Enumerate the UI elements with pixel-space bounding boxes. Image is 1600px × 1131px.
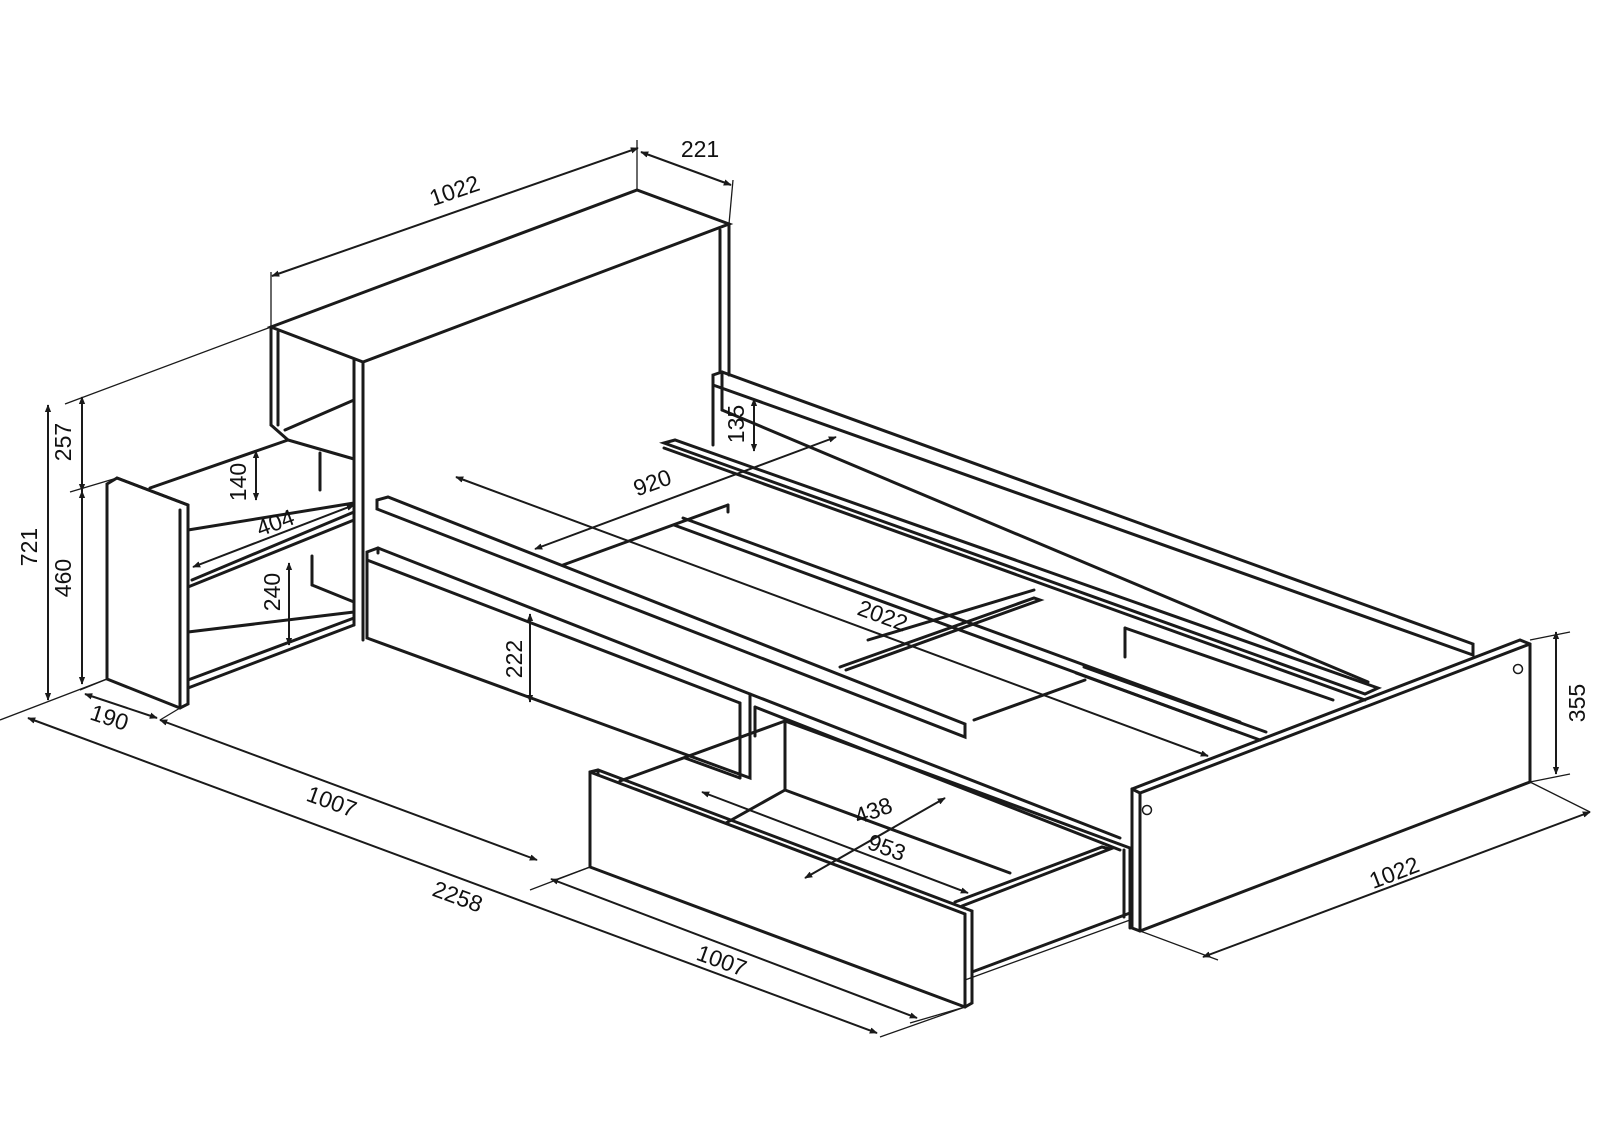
label-shelf-top-height: 257 — [50, 423, 76, 461]
label-shelf-width: 404 — [253, 504, 298, 542]
footboard-bolt-right — [1512, 663, 1524, 675]
label-inner-width: 920 — [630, 464, 675, 502]
label-headboard-depth: 221 — [681, 136, 719, 162]
label-rail-height: 135 — [723, 405, 749, 443]
slats — [561, 503, 1335, 742]
label-total-height: 721 — [16, 528, 42, 566]
label-shelf-upper-gap: 140 — [225, 463, 251, 501]
label-drawer-inner-width: 438 — [851, 792, 896, 830]
extension-lines — [0, 140, 1591, 1038]
dim-line-shelf-width — [192, 504, 355, 568]
dim-line-headboard-depth — [640, 151, 732, 186]
dim-line-headboard-width — [271, 147, 639, 277]
dim-line-inner-length — [455, 476, 1209, 757]
dim-line-total-length — [27, 717, 878, 1034]
label-inner-length: 2022 — [854, 595, 911, 637]
label-footboard-height: 355 — [1564, 684, 1590, 722]
dim-line-left-drawer-length — [159, 719, 538, 861]
dimension-labels: 1022 221 257 721 460 140 404 240 190 135… — [16, 136, 1590, 981]
dim-line-right-drawer-length — [550, 878, 918, 1019]
label-footboard-width: 1022 — [1366, 851, 1423, 894]
headboard — [266, 188, 734, 642]
drawer — [588, 719, 1132, 1009]
dim-line-side-depth — [84, 693, 158, 719]
label-total-length: 2258 — [429, 876, 486, 918]
label-left-drawer-length: 1007 — [303, 781, 360, 823]
label-shelf-lower-gap: 240 — [259, 573, 285, 611]
label-side-depth: 190 — [87, 699, 132, 736]
dimension-lines — [27, 147, 1591, 1034]
label-side-height: 460 — [50, 559, 76, 597]
label-drawer-rail-height: 222 — [501, 640, 527, 678]
footboard — [1130, 638, 1532, 933]
right-side-rail — [659, 370, 1475, 702]
footboard-bolt-left — [1141, 804, 1153, 816]
dim-line-footboard-width — [1202, 811, 1591, 958]
